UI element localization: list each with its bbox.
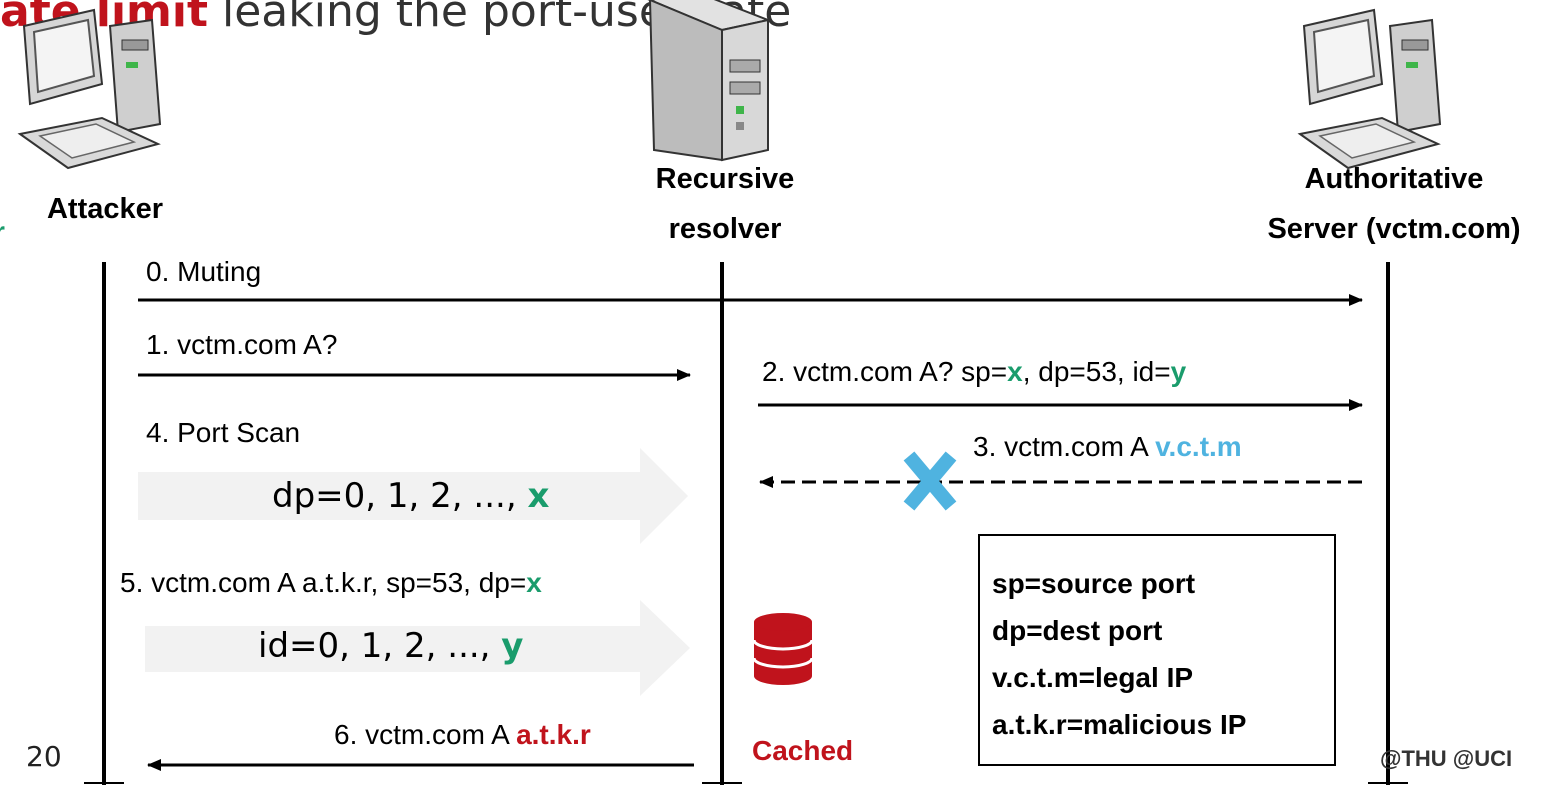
msg-spoofed-response: 5. vctm.com A a.t.k.r, sp=53, dp=x [120,567,542,598]
legend-item: a.t.k.r=malicious IP [992,709,1247,740]
msg-query: 1. vctm.com A? [146,329,338,360]
legend-item: dp=dest port [992,615,1163,646]
edge-fragment: r [0,216,5,248]
database-icon [752,613,814,685]
computer-icon [1297,8,1442,170]
server-icon [647,0,772,162]
port-scan-band [138,448,688,544]
id-scan-range: id=0, 1, 2, ..., y [258,626,524,666]
msg-legit-response: 3. vctm.com A v.c.t.m [973,431,1242,462]
id-scan-band [145,600,690,696]
legend-item: sp=source port [992,568,1196,599]
computer-icon [17,8,162,170]
authoritative-label: Authoritative Server (vctm.com) [1267,163,1521,245]
legend-box: sp=source port dp=dest port v.c.t.m=lega… [978,534,1336,766]
attacker-label: Attacker [46,193,164,225]
msg-muting: 0. Muting [146,256,262,287]
msg-forward-query: 2. vctm.com A? sp=x, dp=53, id=y [762,356,1187,387]
slide-number: 20 [26,740,62,773]
blocked-x-icon [903,451,957,511]
cached-label: Cached [752,735,854,766]
port-scan-range: dp=0, 1, 2, ..., x [272,476,550,516]
msg-poisoned-answer: 6. vctm.com A a.t.k.r [334,719,591,750]
resolver-label: Recursive resolver [655,163,795,245]
credits: @THU @UCI [1380,746,1513,771]
msg-port-scan: 4. Port Scan [146,417,301,448]
legend-item: v.c.t.m=legal IP [992,662,1194,693]
